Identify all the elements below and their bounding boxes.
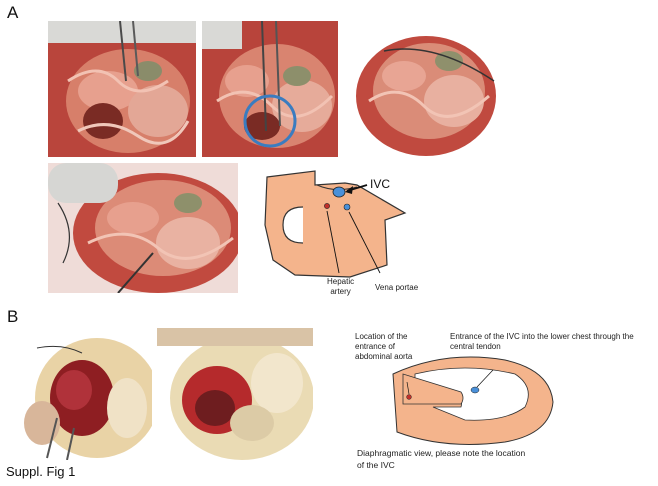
hepatic-artery-arrow [326, 210, 340, 274]
diaphragm-note: Diaphragmatic view, please note the loca… [357, 448, 526, 470]
vena-portae-dot [343, 203, 351, 211]
diaphragm-diagram [385, 352, 560, 447]
panel-b-letter: B [7, 307, 19, 326]
surgical-photo-a1 [48, 21, 196, 157]
highlight-circle [243, 94, 297, 148]
surgical-photo-b1 [12, 328, 152, 460]
aorta-dot [406, 394, 412, 400]
aorta-label: Location of the entrance of abdominal ao… [355, 332, 413, 361]
panel-a-letter: A [7, 3, 19, 22]
ivc-label: IVC [370, 177, 391, 191]
ivc-dot [332, 186, 346, 198]
liver-shape [264, 170, 407, 278]
ivc-entrance-label: Entrance of the IVC into the lower chest… [450, 332, 634, 351]
surgical-photo-a4 [48, 163, 238, 293]
surgical-photo-a3 [344, 21, 498, 157]
figure-caption: Suppl. Fig 1 [6, 464, 76, 479]
liver-notch [282, 206, 304, 244]
liver-diagram [255, 165, 425, 295]
vena-portae-arrow [348, 211, 381, 274]
hepatic-artery-dot [324, 203, 330, 209]
hepatic-artery-label: Hepatic artery [327, 277, 355, 296]
surgical-photo-a2 [202, 21, 338, 157]
ivc-entrance-dot [470, 386, 480, 394]
vena-portae-label: Vena portae [375, 283, 419, 292]
surgical-photo-b2 [157, 328, 313, 460]
